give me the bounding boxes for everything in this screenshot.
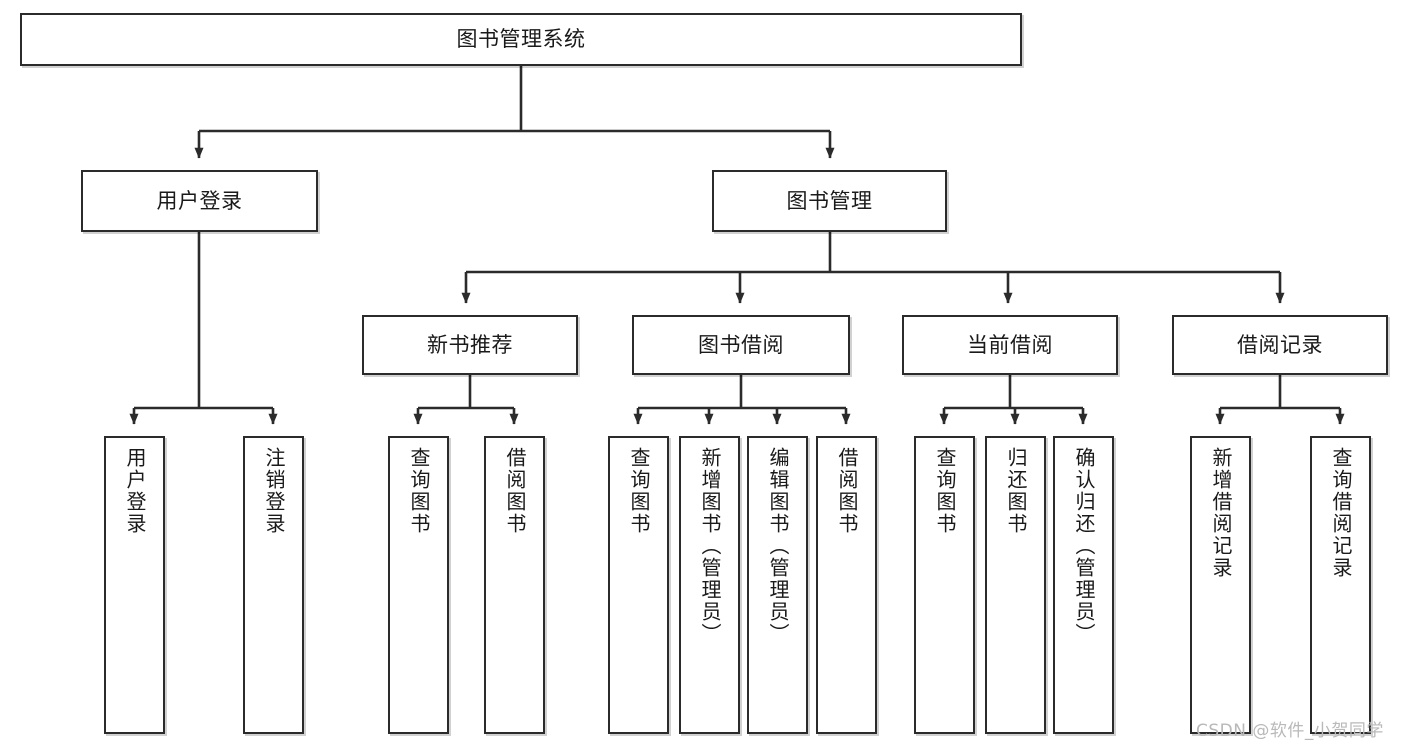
node-leaf-return-book-label: 归还图书 bbox=[1004, 447, 1028, 535]
node-leaf-confirm-return[interactable]: 确认归还（管理员） bbox=[1053, 436, 1114, 734]
node-leaf-query-book-2[interactable]: 查询图书 bbox=[608, 436, 669, 734]
node-root-label: 图书管理系统 bbox=[456, 27, 586, 52]
node-leaf-query-record[interactable]: 查询借阅记录 bbox=[1310, 436, 1371, 734]
node-leaf-add-book-label: 新增图书（管理员） bbox=[698, 447, 722, 645]
node-leaf-query-book-3-label: 查询图书 bbox=[933, 447, 957, 535]
node-leaf-add-record[interactable]: 新增借阅记录 bbox=[1190, 436, 1251, 734]
node-new-book-recommend-label: 新书推荐 bbox=[427, 332, 513, 357]
node-leaf-return-book[interactable]: 归还图书 bbox=[985, 436, 1046, 734]
node-leaf-logout-label: 注销登录 bbox=[262, 447, 286, 535]
node-leaf-confirm-return-label: 确认归还（管理员） bbox=[1072, 447, 1096, 645]
node-leaf-borrow-book-1-label: 借阅图书 bbox=[503, 447, 527, 535]
node-leaf-edit-book-label: 编辑图书（管理员） bbox=[766, 447, 790, 645]
node-user-login-label: 用户登录 bbox=[156, 188, 243, 213]
node-root[interactable]: 图书管理系统 bbox=[20, 13, 1022, 66]
node-book-borrow[interactable]: 图书借阅 bbox=[632, 315, 850, 375]
node-new-book-recommend[interactable]: 新书推荐 bbox=[362, 315, 578, 375]
node-leaf-query-book-1[interactable]: 查询图书 bbox=[388, 436, 449, 734]
node-leaf-query-book-2-label: 查询图书 bbox=[627, 447, 651, 535]
node-borrow-record[interactable]: 借阅记录 bbox=[1172, 315, 1388, 375]
node-leaf-add-record-label: 新增借阅记录 bbox=[1209, 447, 1233, 579]
node-book-manage[interactable]: 图书管理 bbox=[712, 170, 947, 232]
node-user-login[interactable]: 用户登录 bbox=[81, 170, 318, 232]
node-book-manage-label: 图书管理 bbox=[786, 188, 873, 213]
node-leaf-borrow-book-2[interactable]: 借阅图书 bbox=[816, 436, 877, 734]
node-current-borrow[interactable]: 当前借阅 bbox=[902, 315, 1118, 375]
node-leaf-borrow-book-2-label: 借阅图书 bbox=[835, 447, 859, 535]
node-leaf-user-login[interactable]: 用户登录 bbox=[104, 436, 165, 734]
node-leaf-query-record-label: 查询借阅记录 bbox=[1329, 447, 1353, 579]
node-leaf-user-login-label: 用户登录 bbox=[123, 447, 147, 535]
watermark-text: CSDN @软件_小贺同学 bbox=[1196, 721, 1384, 741]
node-current-borrow-label: 当前借阅 bbox=[967, 332, 1053, 357]
node-leaf-query-book-1-label: 查询图书 bbox=[407, 447, 431, 535]
node-leaf-query-book-3[interactable]: 查询图书 bbox=[914, 436, 975, 734]
node-book-borrow-label: 图书借阅 bbox=[698, 332, 784, 357]
node-leaf-add-book[interactable]: 新增图书（管理员） bbox=[679, 436, 740, 734]
node-borrow-record-label: 借阅记录 bbox=[1237, 332, 1323, 357]
node-leaf-edit-book[interactable]: 编辑图书（管理员） bbox=[747, 436, 808, 734]
node-leaf-logout[interactable]: 注销登录 bbox=[243, 436, 304, 734]
node-leaf-borrow-book-1[interactable]: 借阅图书 bbox=[484, 436, 545, 734]
